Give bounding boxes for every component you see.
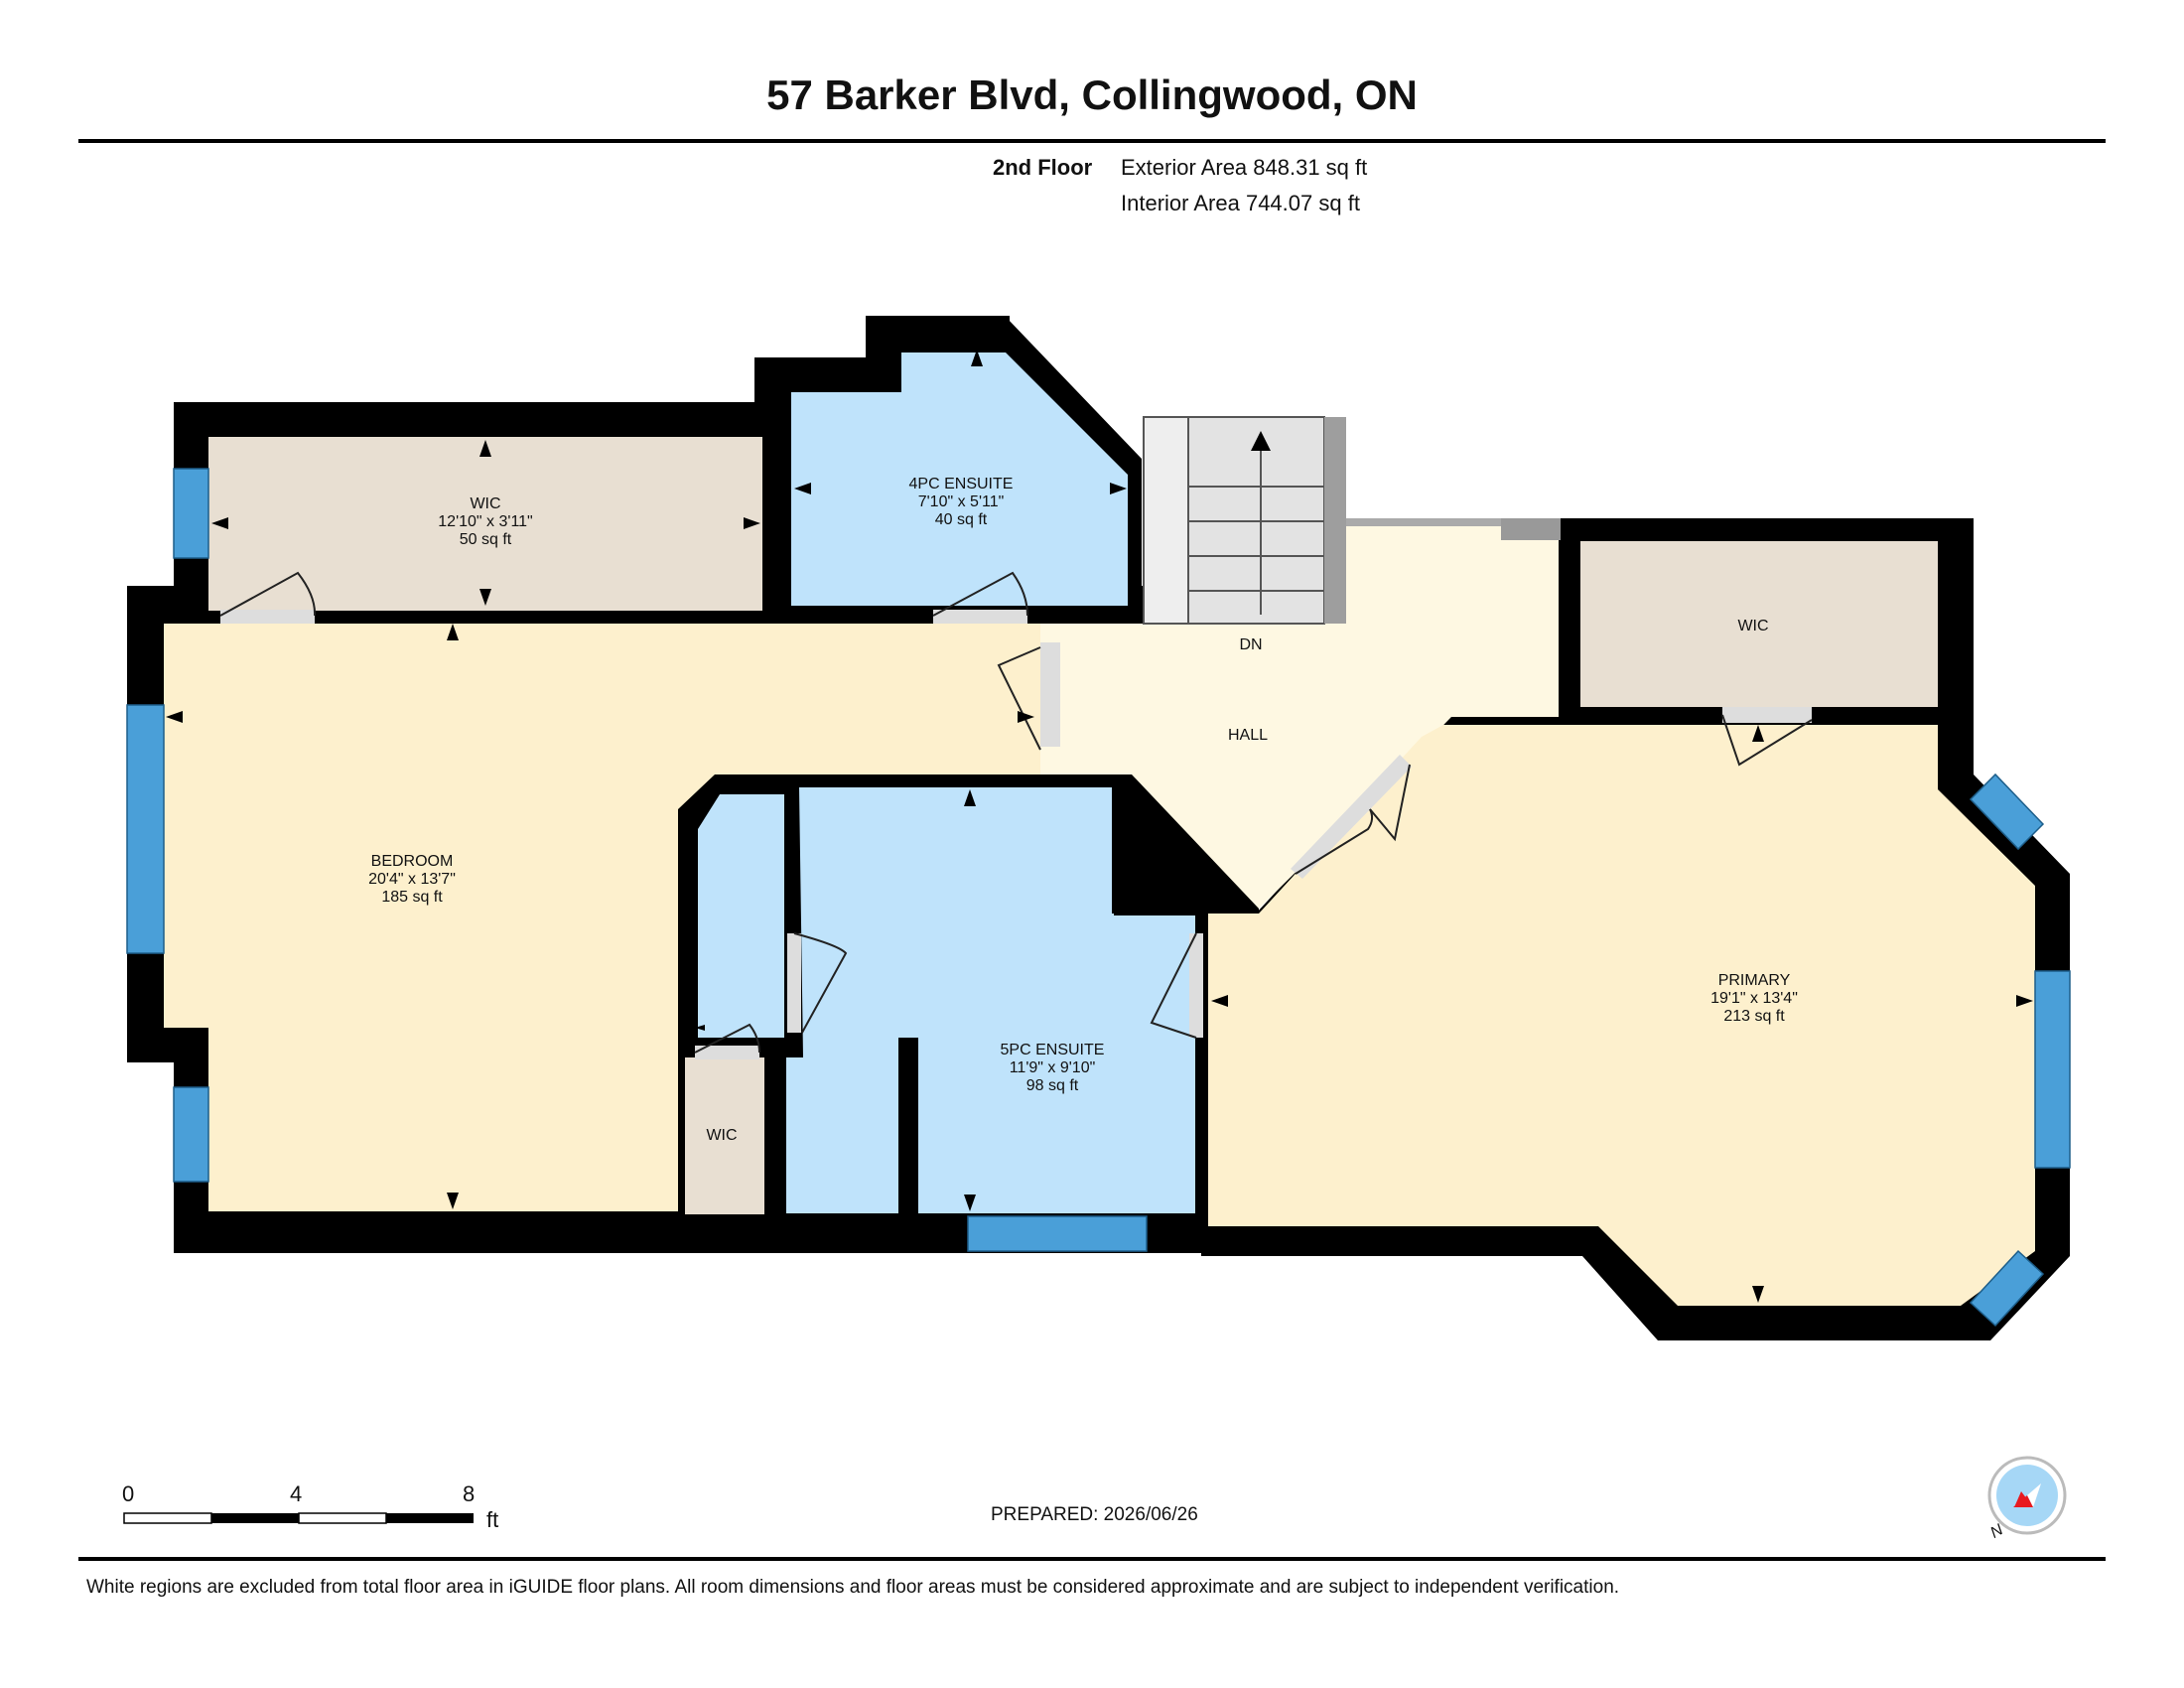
partition-wall [764, 1038, 784, 1059]
wic-top-dims: 12'10" x 3'11" [438, 513, 532, 530]
ensuite-4pc-area: 40 sq ft [935, 511, 988, 528]
room-bath-nook [698, 794, 784, 1038]
windows [126, 468, 2071, 1328]
scale-tick-8: 8 [463, 1481, 476, 1506]
header-divider [78, 139, 2106, 143]
stairs-label: DN [1239, 636, 1262, 653]
disclaimer-text: White regions are excluded from total fl… [86, 1577, 1620, 1598]
scale-tick-4: 4 [290, 1481, 303, 1506]
bedroom-area: 185 sq ft [381, 889, 443, 906]
room-wic-right [1580, 541, 1938, 707]
page-title: 57 Barker Blvd, Collingwood, ON [766, 71, 1418, 118]
wic-right-name: WIC [1737, 618, 1768, 634]
scale-bar [123, 1512, 474, 1524]
room-bedroom [164, 624, 1040, 1211]
wic-top-name: WIC [470, 495, 500, 512]
primary-dims: 19'1" x 13'4" [1710, 990, 1798, 1007]
dimension-arrows [166, 350, 2033, 1303]
room-primary [1208, 725, 2035, 1306]
prepared-date: PREPARED: 2026/06/26 [991, 1504, 1198, 1525]
interior-area: Interior Area 744.07 sq ft [1121, 191, 1360, 215]
footer-divider [78, 1557, 2106, 1561]
exterior-area: Exterior Area 848.31 sq ft [1121, 155, 1368, 180]
scale-unit: ft [486, 1507, 499, 1532]
room-wic-top [208, 437, 762, 611]
doors [219, 571, 1813, 1059]
staircase [1143, 416, 1561, 625]
primary-name: PRIMARY [1718, 972, 1791, 989]
scale-tick-0: 0 [122, 1481, 135, 1506]
ensuite-5pc-area: 98 sq ft [1026, 1077, 1079, 1094]
ensuite-5pc-dims: 11'9" x 9'10" [1010, 1059, 1096, 1076]
ensuite-4pc-dims: 7'10" x 5'11" [918, 493, 1005, 510]
bedroom-dims: 20'4" x 13'7" [368, 871, 456, 888]
floor-label: 2nd Floor [993, 155, 1093, 180]
room-4pc-ensuite [791, 352, 1128, 606]
room-wic-small [685, 1057, 764, 1214]
room-5pc-ensuite [786, 787, 1195, 1213]
partition-wall [898, 1038, 918, 1216]
partition-wall [1112, 787, 1256, 914]
wic-small-name: WIC [706, 1127, 737, 1144]
primary-area: 213 sq ft [1723, 1008, 1785, 1025]
bedroom-name: BEDROOM [371, 853, 454, 870]
wic-top-area: 50 sq ft [460, 531, 512, 548]
hall-name: HALL [1228, 727, 1268, 744]
compass-icon: N [1983, 1456, 2073, 1550]
ensuite-4pc-name: 4PC ENSUITE [909, 476, 1014, 492]
ensuite-5pc-name: 5PC ENSUITE [1001, 1042, 1105, 1058]
